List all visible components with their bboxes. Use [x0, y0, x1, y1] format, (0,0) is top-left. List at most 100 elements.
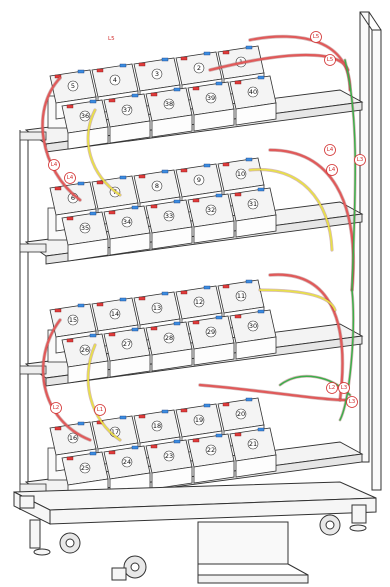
battery-number: 40 [249, 88, 257, 96]
red-cable-1 [41, 76, 82, 202]
battery-front: 22 [187, 433, 235, 484]
battery-number: 8 [155, 182, 159, 190]
red-cable-7 [198, 383, 347, 402]
battery-number: 32 [207, 206, 215, 214]
cable-label: L4 [64, 172, 76, 184]
battery-front: 35 [61, 211, 109, 262]
battery-number: 27 [123, 340, 131, 348]
cable-label: L2 [326, 382, 338, 394]
base-cart [13, 481, 377, 584]
cable-label-text: L3 [349, 399, 356, 405]
yellow-cable-2 [249, 168, 333, 251]
cable-label-text: L2 [53, 405, 60, 411]
green-cable-1 [344, 59, 356, 291]
cable-label: L3 [346, 396, 358, 408]
battery-front: 29 [187, 315, 235, 366]
battery-front: 37 [103, 93, 151, 144]
yellow-cable-1 [87, 109, 121, 196]
cable-label: L4 [326, 164, 338, 176]
battery-number: 6 [71, 194, 75, 202]
cable-label-text: L5 [327, 57, 334, 63]
cable-label-text: L1 [97, 407, 104, 413]
battery-number: 30 [249, 322, 257, 330]
cable-label-text: L4 [327, 147, 334, 153]
cable-label: L5 [310, 31, 322, 43]
battery-number: 10 [237, 170, 245, 178]
cable-label: L1 [94, 404, 106, 416]
battery-number: 12 [195, 298, 203, 306]
red-cable-3 [208, 53, 350, 72]
battery-front: 30 [229, 309, 277, 360]
battery-front: 31 [229, 187, 277, 238]
rack-frame [19, 11, 382, 510]
battery-number: 34 [123, 218, 131, 226]
battery-number: 38 [165, 100, 173, 108]
cable-label-text: L5 [313, 34, 320, 40]
cable-label: L4 [324, 144, 336, 156]
battery-number: 21 [249, 440, 257, 448]
battery-front: 27 [103, 327, 151, 378]
battery-number: 15 [69, 316, 77, 324]
battery-front: 39 [187, 81, 235, 132]
yellow-cable-4 [259, 289, 336, 311]
battery-number: 14 [111, 310, 119, 318]
battery-number: 25 [81, 464, 89, 472]
battery-front: 34 [103, 205, 151, 256]
battery-front: 21 [229, 427, 277, 478]
cables [40, 34, 357, 442]
battery-number: 28 [165, 334, 173, 342]
battery-number: 16 [69, 434, 77, 442]
battery-number: 11 [237, 292, 245, 300]
battery-front: 23 [145, 439, 193, 490]
battery-number: 24 [123, 458, 131, 466]
battery-number: 9 [197, 176, 201, 184]
battery-number: 26 [81, 346, 89, 354]
tier-3: 15 14 13 12 11 26 27 28 29 30 [49, 279, 277, 384]
battery-front: 32 [187, 193, 235, 244]
battery-number: 2 [197, 64, 201, 72]
stray-cable-label: L5 [108, 36, 115, 42]
battery-number: 33 [165, 212, 173, 220]
battery-number: 23 [165, 452, 173, 460]
cable-label: L4 [48, 159, 60, 171]
battery-number: 37 [123, 106, 131, 114]
battery-number: 20 [237, 410, 245, 418]
battery-number: 35 [81, 224, 89, 232]
battery-front: 38 [145, 87, 193, 138]
battery-front: 28 [145, 321, 193, 372]
battery-front: 40 [229, 75, 277, 126]
battery-number: 5 [71, 82, 75, 90]
cable-label-text: L2 [329, 385, 336, 391]
battery-number: 36 [81, 112, 89, 120]
battery-number: 18 [153, 422, 161, 430]
green-cable-2 [339, 289, 354, 421]
battery-number: 29 [207, 328, 215, 336]
cable-label-text: L4 [67, 175, 74, 181]
cable-label-text: L4 [329, 167, 336, 173]
cable-label-text: L3 [341, 385, 348, 391]
cable-label-text: L4 [51, 162, 58, 168]
cable-label-text: L3 [357, 157, 364, 163]
battery-front: 26 [61, 333, 109, 384]
battery-front: 33 [145, 199, 193, 250]
battery-number: 22 [207, 446, 215, 454]
battery-number: 13 [153, 304, 161, 312]
cable-label: L2 [50, 402, 62, 414]
cable-label: L5 [324, 54, 336, 66]
battery-number: 4 [113, 76, 117, 84]
red-cable-6 [268, 273, 344, 402]
cable-label: L3 [338, 382, 350, 394]
yellow-cable-3 [87, 344, 121, 441]
battery-number: 19 [195, 416, 203, 424]
cable-label: L3 [354, 154, 366, 166]
battery-front: 36 [61, 99, 109, 150]
battery-number: 3 [155, 70, 159, 78]
battery-number: 31 [249, 200, 257, 208]
battery-number: 39 [207, 94, 215, 102]
